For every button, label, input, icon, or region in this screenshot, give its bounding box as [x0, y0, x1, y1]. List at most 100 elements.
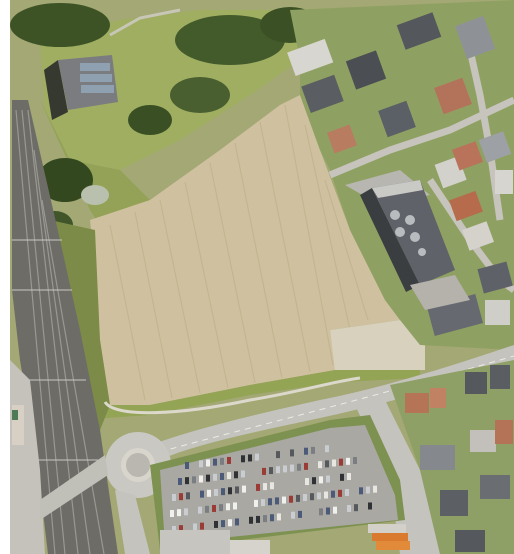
tree-cluster	[175, 15, 285, 65]
house	[405, 393, 429, 413]
parked-car	[177, 509, 181, 517]
parked-car	[219, 504, 223, 512]
parked-car	[283, 465, 287, 473]
parked-car	[261, 499, 265, 507]
parked-car	[353, 457, 357, 464]
tree-cluster	[81, 185, 109, 205]
parked-car	[359, 487, 363, 495]
parked-car	[317, 492, 321, 500]
parked-car	[326, 507, 330, 515]
rooftop-domes	[390, 210, 426, 256]
parked-car	[199, 475, 203, 483]
field-furrow	[159, 199, 201, 394]
parked-car	[262, 467, 266, 475]
parked-car	[186, 492, 190, 500]
parked-car	[303, 494, 307, 502]
house	[455, 15, 496, 60]
house	[490, 365, 510, 389]
store-forecourt	[410, 275, 470, 310]
parked-car	[207, 489, 211, 497]
parked-car	[221, 520, 225, 528]
railway-corridor	[12, 100, 118, 554]
field-furrow	[109, 224, 146, 401]
parked-car	[213, 458, 217, 466]
parked-car	[184, 508, 188, 516]
parked-car	[214, 520, 218, 528]
field-furrow	[324, 179, 369, 321]
parked-car	[228, 487, 232, 495]
rail-track	[21, 109, 66, 554]
parked-car	[199, 460, 203, 468]
parked-car	[304, 447, 308, 455]
house	[378, 100, 416, 138]
parked-car	[311, 446, 315, 454]
low-building	[230, 540, 270, 554]
solar-panel-row	[80, 74, 112, 82]
parked-car	[324, 491, 328, 499]
parked-car	[290, 449, 294, 457]
parked-car	[242, 485, 246, 493]
parked-car	[347, 473, 351, 480]
field-furrow	[134, 211, 173, 399]
image-border	[0, 0, 10, 554]
meadow-mid	[40, 100, 150, 240]
house	[440, 490, 468, 516]
parked-car	[331, 490, 335, 498]
parked-car	[233, 502, 237, 510]
parked-car	[200, 490, 204, 498]
parked-car	[304, 462, 308, 470]
parked-car	[214, 488, 218, 496]
field-border-grass	[105, 370, 420, 418]
commercial-building-roof-edge	[372, 180, 423, 198]
parked-car	[373, 485, 377, 493]
houses	[287, 12, 513, 336]
parked-car	[256, 515, 260, 523]
parked-cars	[170, 445, 377, 533]
parked-car	[221, 488, 225, 496]
field-furrow	[259, 121, 311, 373]
parked-car	[289, 495, 293, 503]
parked-car	[290, 464, 294, 472]
house	[301, 74, 344, 113]
truck	[368, 524, 406, 533]
parked-car	[270, 514, 274, 522]
parked-car	[227, 456, 231, 464]
parked-car	[291, 511, 295, 519]
field-furrow	[284, 104, 334, 366]
rooftop-dome	[405, 215, 415, 225]
commercial-building-shadow	[360, 188, 420, 292]
parked-car	[318, 461, 322, 469]
parked-car	[185, 477, 189, 485]
parked-car	[220, 457, 224, 465]
parked-car	[333, 506, 337, 514]
rooftop-dome	[410, 232, 420, 242]
parked-car	[200, 522, 204, 530]
parked-car	[340, 473, 344, 481]
parked-car	[254, 499, 258, 507]
tree-cluster	[10, 3, 110, 47]
parked-car	[305, 478, 309, 486]
parked-car	[275, 497, 279, 505]
footpath	[109, 8, 181, 37]
parked-car	[249, 516, 253, 524]
parked-car	[312, 477, 316, 485]
parked-car	[256, 483, 260, 491]
house	[287, 38, 334, 77]
parked-car	[325, 445, 329, 453]
house	[396, 12, 442, 50]
house	[345, 50, 387, 90]
rooftop-dome	[418, 248, 426, 256]
field-footpath	[103, 376, 361, 415]
house	[451, 141, 483, 171]
roundabout-centre	[126, 453, 150, 477]
solar-panel-row	[80, 63, 110, 71]
house	[430, 388, 446, 408]
house	[495, 420, 513, 444]
houses-south	[405, 365, 513, 552]
tree-cluster	[37, 158, 93, 202]
tree-cluster	[128, 105, 172, 135]
parked-car	[248, 454, 252, 462]
parked-car	[263, 483, 267, 491]
